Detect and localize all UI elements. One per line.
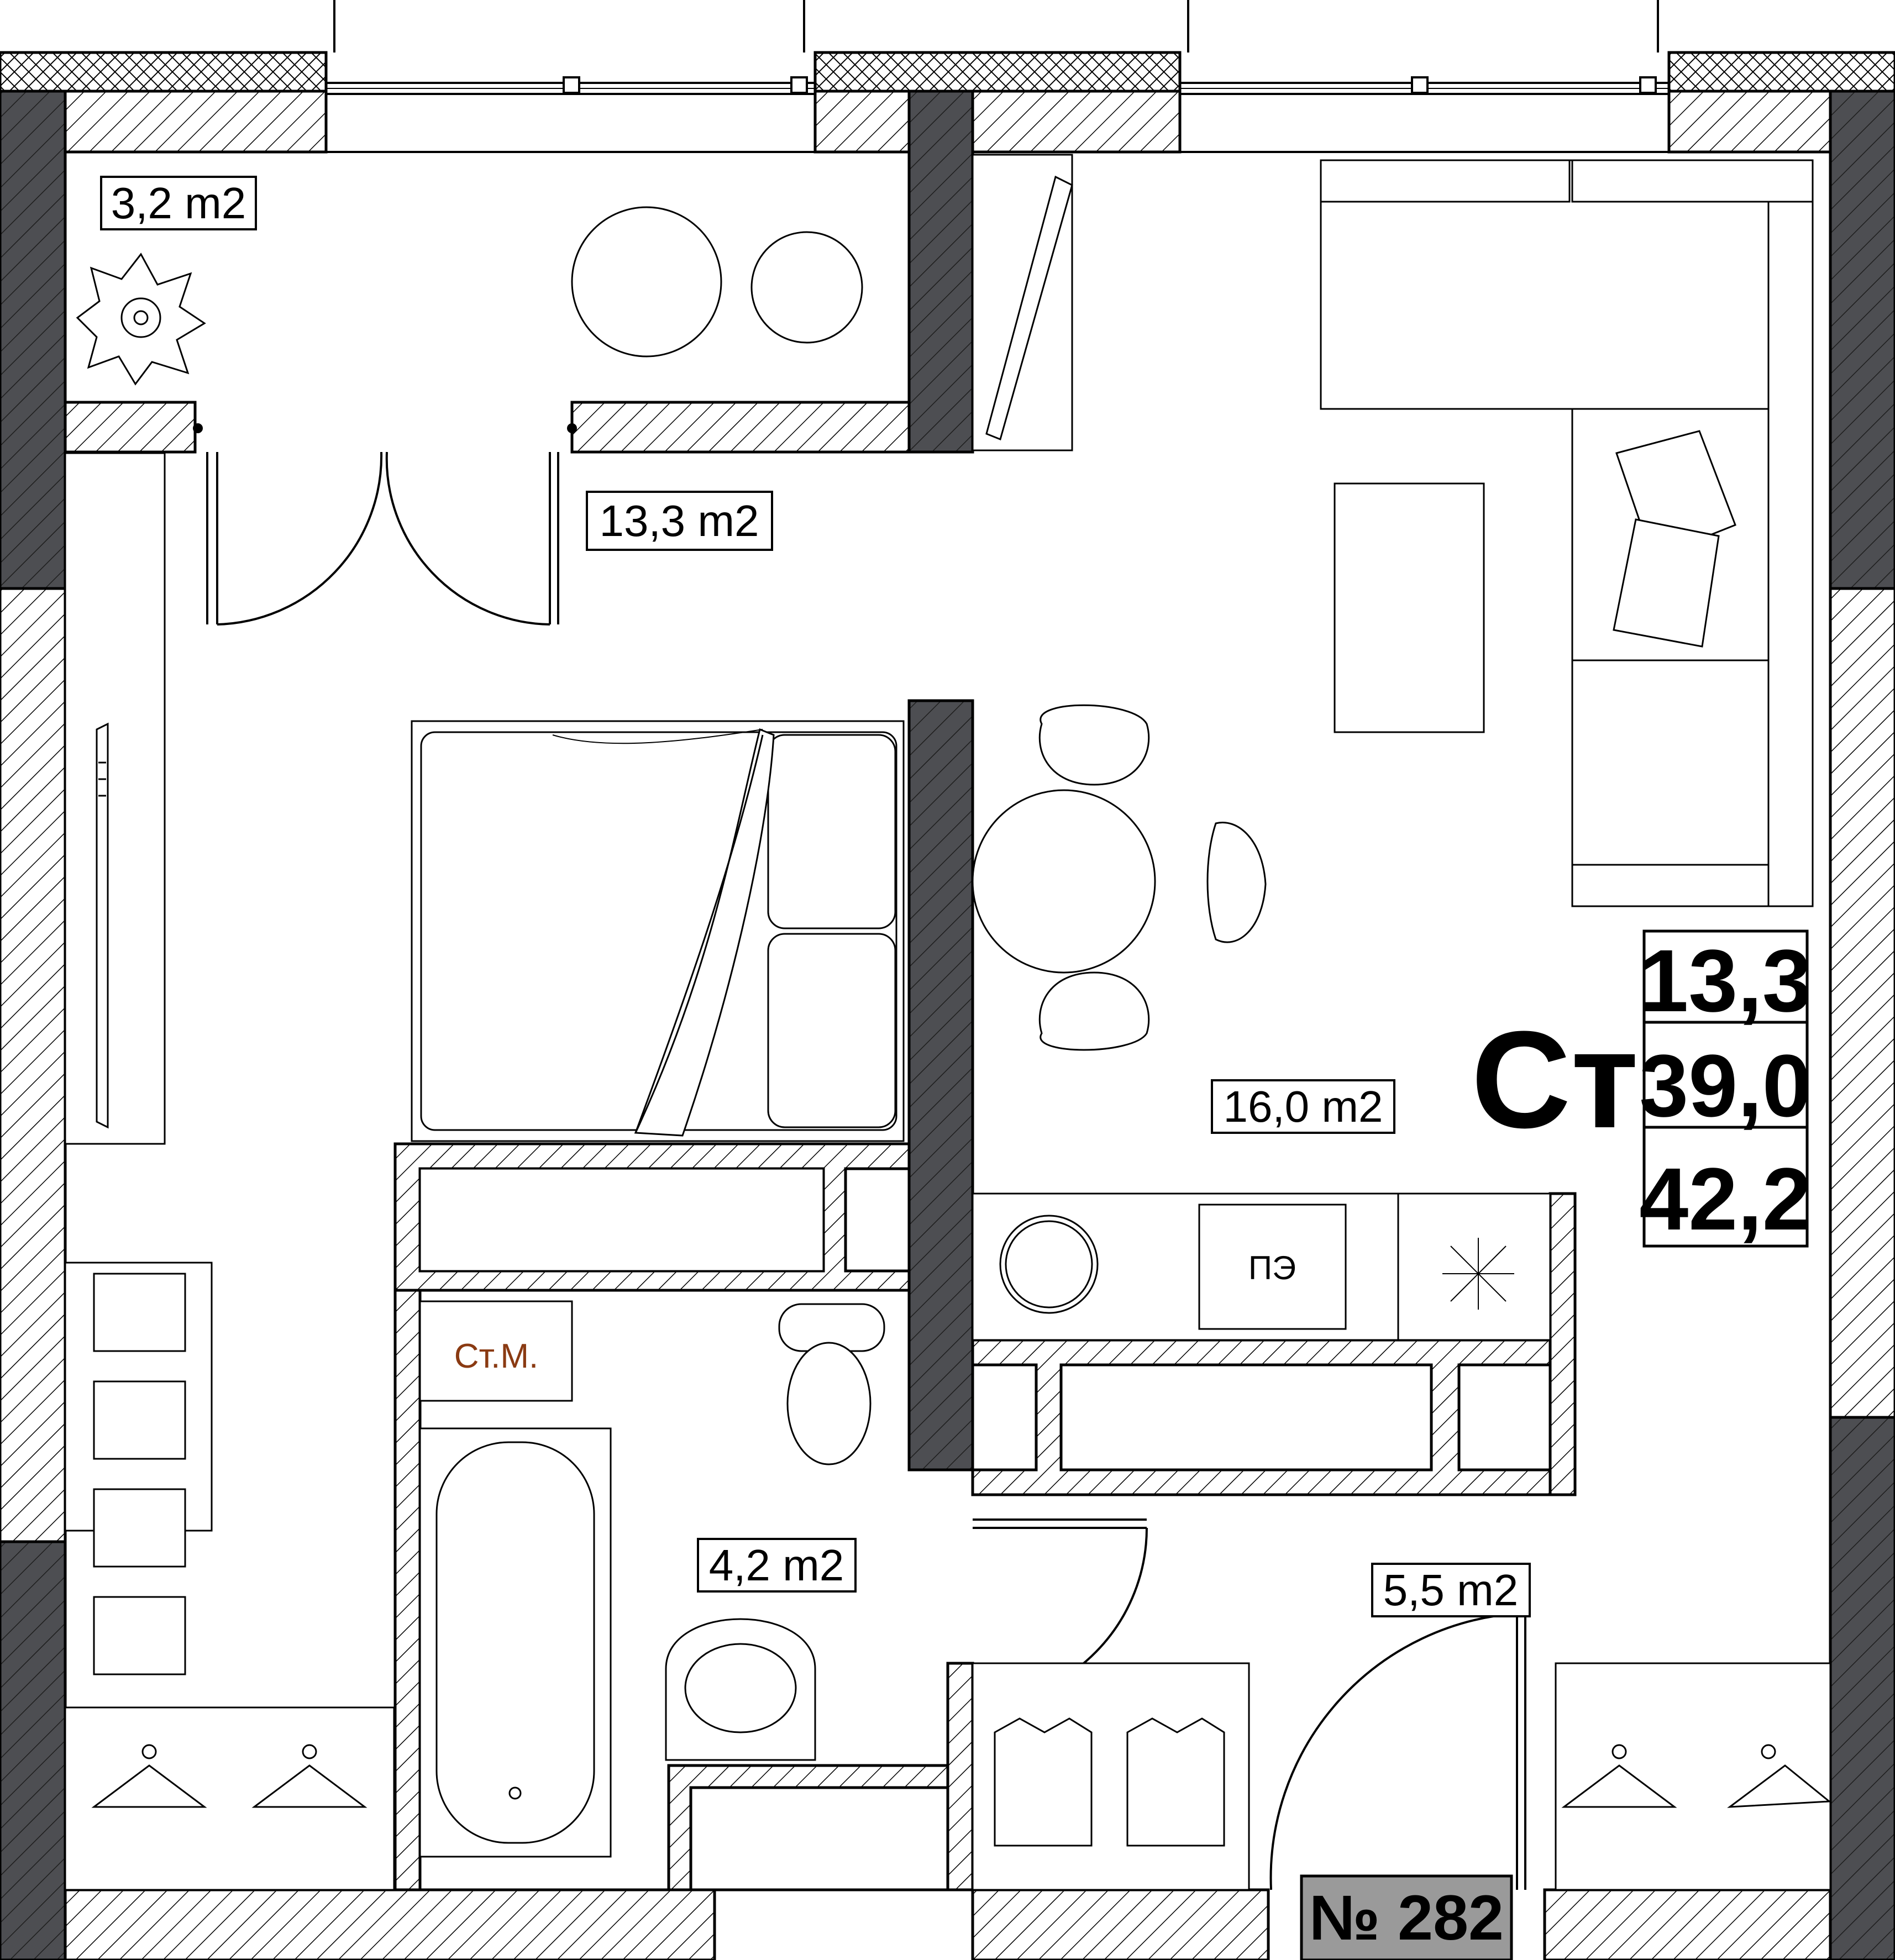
living-area: 16,0 m2: [1223, 1082, 1383, 1131]
chair: [1206, 822, 1267, 943]
blanket-fold: [634, 728, 775, 1137]
washing-machine: [419, 1300, 573, 1402]
hall-partition: [946, 1662, 974, 1891]
bedroom-area: 13,3 m2: [599, 496, 759, 545]
left-bearing-wall-bottom: [0, 1540, 67, 1960]
left-wall-middle: [0, 587, 67, 1543]
top-parapet-left: [0, 51, 328, 93]
right-bearing-wall-bottom: [1829, 1416, 1895, 1960]
bottom-wall-right: [1543, 1888, 1832, 1960]
bedroom: [64, 452, 905, 1891]
coffee-table: [1334, 482, 1485, 733]
bottom-wall-mid: [971, 1888, 1270, 1960]
apartment-type: Ст: [1471, 1002, 1639, 1157]
outer-walls: [0, 51, 1895, 1960]
tv-icon: [96, 722, 109, 1129]
kitchen-partition-right: [1548, 1192, 1577, 1496]
balcony-wall-right: [570, 401, 911, 454]
top-wall-right: [1667, 90, 1832, 154]
top-wall-left: [64, 90, 328, 154]
pillow-icon: [767, 734, 896, 929]
shirt-icon: [994, 1717, 1093, 1847]
hanger-icon: [1561, 1744, 1831, 1808]
bedroom-wardrobe: [64, 452, 166, 1145]
bathroom: [419, 1300, 885, 1858]
fridge-icon: [1442, 1238, 1514, 1310]
apartment-number: № 282: [1309, 1883, 1504, 1953]
living-area-total: 13,3: [1639, 931, 1811, 1030]
pillow-icon: [1613, 518, 1720, 648]
total-area-with-balcony: 42,2: [1639, 1149, 1811, 1248]
top-wall-middle-a: [813, 90, 911, 154]
balcony: [76, 206, 863, 386]
top-wall-middle-b: [971, 90, 1182, 154]
top-parapet-right: [1667, 51, 1895, 93]
chair: [1038, 971, 1150, 1051]
area-summary: Ст 13,3 39,0 42,2: [1471, 929, 1812, 1248]
stove-label: ПЭ: [1248, 1249, 1296, 1286]
left-bearing-wall-top: [0, 90, 67, 590]
right-bearing-wall-top: [1829, 90, 1895, 590]
top-parapet-middle: [813, 51, 1182, 93]
washing-machine-label: Ст.М.: [454, 1337, 538, 1375]
shirt-icon: [1126, 1717, 1225, 1847]
room-labels: 3,2 m2 13,3 m2 16,0 m2 4,2 m2 5,5 m2: [100, 176, 1531, 1617]
bottom-wall-left: [64, 1888, 716, 1960]
hanger-icon: [91, 1744, 368, 1808]
central-bearing-wall: [907, 699, 974, 1472]
bath-partition-left: [393, 1289, 422, 1891]
balcony-wall-left: [64, 401, 197, 454]
right-wall-middle: [1829, 587, 1895, 1419]
bathroom-area: 4,2 m2: [709, 1541, 844, 1590]
balcony-table: [571, 206, 722, 358]
apartment-number-plate: № 282: [1300, 1874, 1513, 1960]
windows: [326, 0, 1669, 153]
total-area: 39,0: [1639, 1036, 1811, 1135]
plant-icon: [76, 253, 206, 386]
hall: [972, 1662, 1831, 1891]
central-bearing-wall-top: [907, 90, 974, 454]
pillow-icon: [767, 933, 896, 1128]
tv-icon: [985, 175, 1073, 441]
hall-area: 5,5 m2: [1383, 1565, 1519, 1615]
stove: [1198, 1204, 1347, 1330]
chair: [1038, 704, 1150, 786]
living-room: [972, 154, 1814, 1341]
balcony-area: 3,2 m2: [111, 178, 246, 228]
dining-table: [972, 789, 1156, 974]
sink-icon: [999, 1215, 1099, 1314]
balcony-pouf: [750, 231, 863, 344]
dresser: [419, 1168, 825, 1272]
